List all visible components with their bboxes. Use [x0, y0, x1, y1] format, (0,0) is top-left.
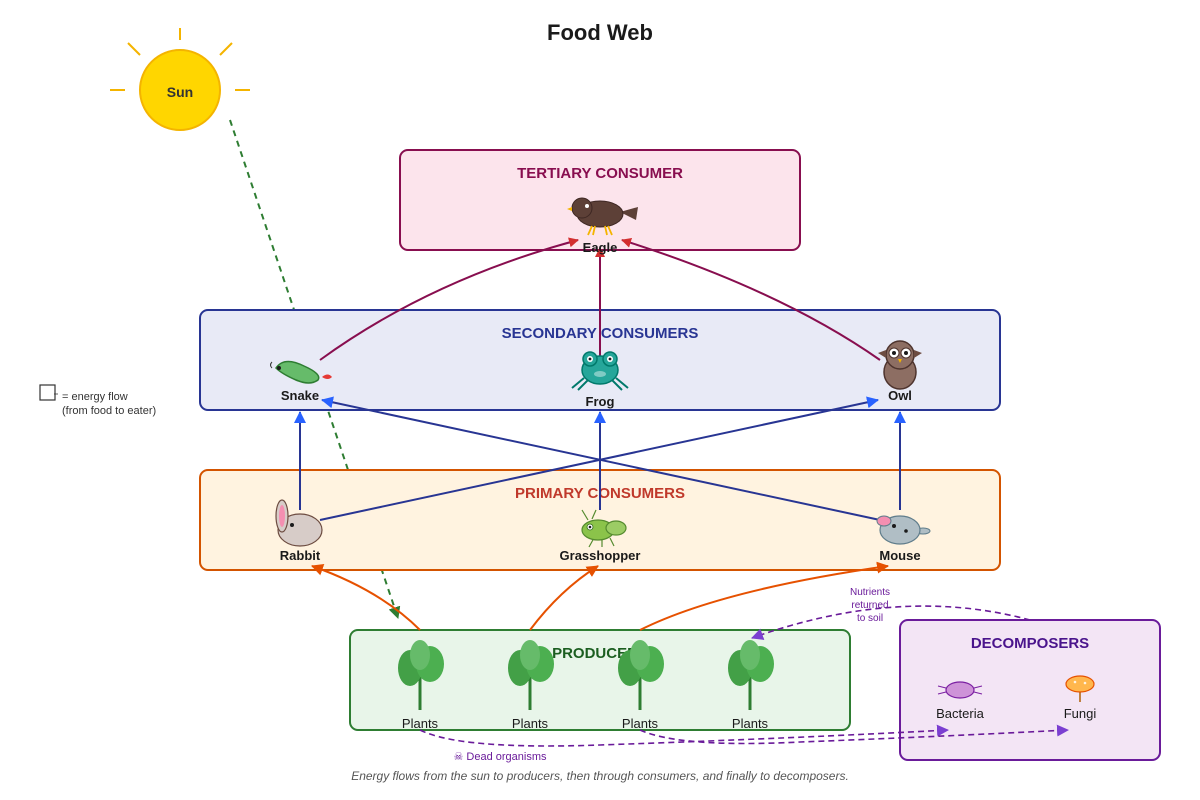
owl-icon: [878, 340, 922, 390]
owl-label: Owl: [888, 388, 912, 403]
rabbit-label: Rabbit: [280, 548, 321, 563]
energy-flow-arrows: [294, 237, 906, 631]
tertiary-title: TERTIARY CONSUMER: [517, 165, 683, 182]
frog-label: Frog: [586, 394, 615, 409]
snake-to-eagle-arrow: [319, 237, 579, 361]
plant-icon: [618, 640, 664, 710]
sun-rays-icon: [110, 28, 250, 91]
plants-to-mouse-arrow: [639, 561, 889, 631]
dead-organisms-to-bacteria-arrow: [419, 724, 949, 747]
diagram-caption: Energy flows from the sun to producers, …: [351, 769, 849, 783]
grasshopper-label: Grasshopper: [560, 548, 641, 563]
sun-label: Sun: [167, 84, 193, 100]
frog-icon: [571, 351, 629, 391]
plant-label: Plants: [622, 716, 659, 731]
plant-2: Plants: [508, 640, 554, 731]
eagle: Eagle: [567, 197, 638, 255]
sun: Sun: [110, 28, 250, 131]
plant-icon: [398, 640, 444, 710]
mouse-label: Mouse: [879, 548, 920, 563]
owl-to-eagle-arrow: [621, 237, 881, 361]
plant-icon: [728, 640, 774, 710]
plant-icon: [508, 640, 554, 710]
mushroom-icon: [1065, 675, 1095, 702]
nutrients-annotation: Nutrients returned to soil: [850, 587, 890, 624]
snake: Snake: [270, 360, 332, 403]
mouse: Mouse: [876, 515, 931, 563]
sun-icon: [139, 49, 221, 131]
mouse-icon: [876, 515, 931, 545]
eagle-label: Eagle: [583, 240, 618, 255]
legend-line-1: = energy flow: [62, 391, 128, 403]
mouse-to-snake-arrow: [321, 396, 881, 521]
bacteria-icon: [937, 681, 983, 699]
grasshopper-icon: [581, 509, 627, 548]
plant-label: Plants: [732, 716, 769, 731]
snake-label: Snake: [281, 388, 319, 403]
plant-label: Plants: [512, 716, 549, 731]
legend-swatch-icon: [39, 384, 56, 401]
bacteria: Bacteria: [936, 681, 985, 721]
decomposition-arrows: [419, 605, 1069, 747]
decomposers-title: DECOMPOSERS: [971, 635, 1089, 652]
plants-to-rabbit-arrow: [311, 564, 421, 631]
rabbit: Rabbit: [275, 499, 323, 563]
diagram-title: Food Web: [547, 20, 653, 45]
bacteria-label: Bacteria: [936, 706, 984, 721]
nutrients-line-2: returned: [851, 600, 888, 611]
plants-to-grasshopper-arrow: [529, 565, 599, 631]
owl: Owl: [878, 340, 922, 403]
eagle-icon: [567, 197, 638, 236]
nutrients-line-1: Nutrients: [850, 587, 890, 598]
rabbit-icon: [275, 499, 323, 547]
plant-3: Plants: [618, 640, 664, 731]
nutrients-line-3: to soil: [857, 613, 883, 624]
legend-line-2: (from food to eater): [62, 405, 156, 417]
legend: = energy flow (from food to eater): [39, 384, 156, 417]
tertiary-consumer-box: TERTIARY CONSUMER: [399, 149, 801, 251]
grasshopper: Grasshopper: [560, 509, 641, 563]
decomposers-box: DECOMPOSERS: [899, 619, 1161, 761]
plant-1: Plants: [398, 640, 444, 731]
dead-organisms-label: ☠ Dead organisms: [453, 751, 547, 763]
fungi-label: Fungi: [1064, 706, 1097, 721]
plant-4: Plants: [728, 640, 774, 731]
frog: Frog: [571, 351, 629, 409]
fungi: Fungi: [1064, 675, 1097, 721]
dead-organisms-to-fungi-arrow: [639, 724, 1069, 745]
nutrients-return-arrow: [751, 605, 1031, 640]
plant-label: Plants: [402, 716, 439, 731]
snake-icon: [270, 360, 332, 384]
